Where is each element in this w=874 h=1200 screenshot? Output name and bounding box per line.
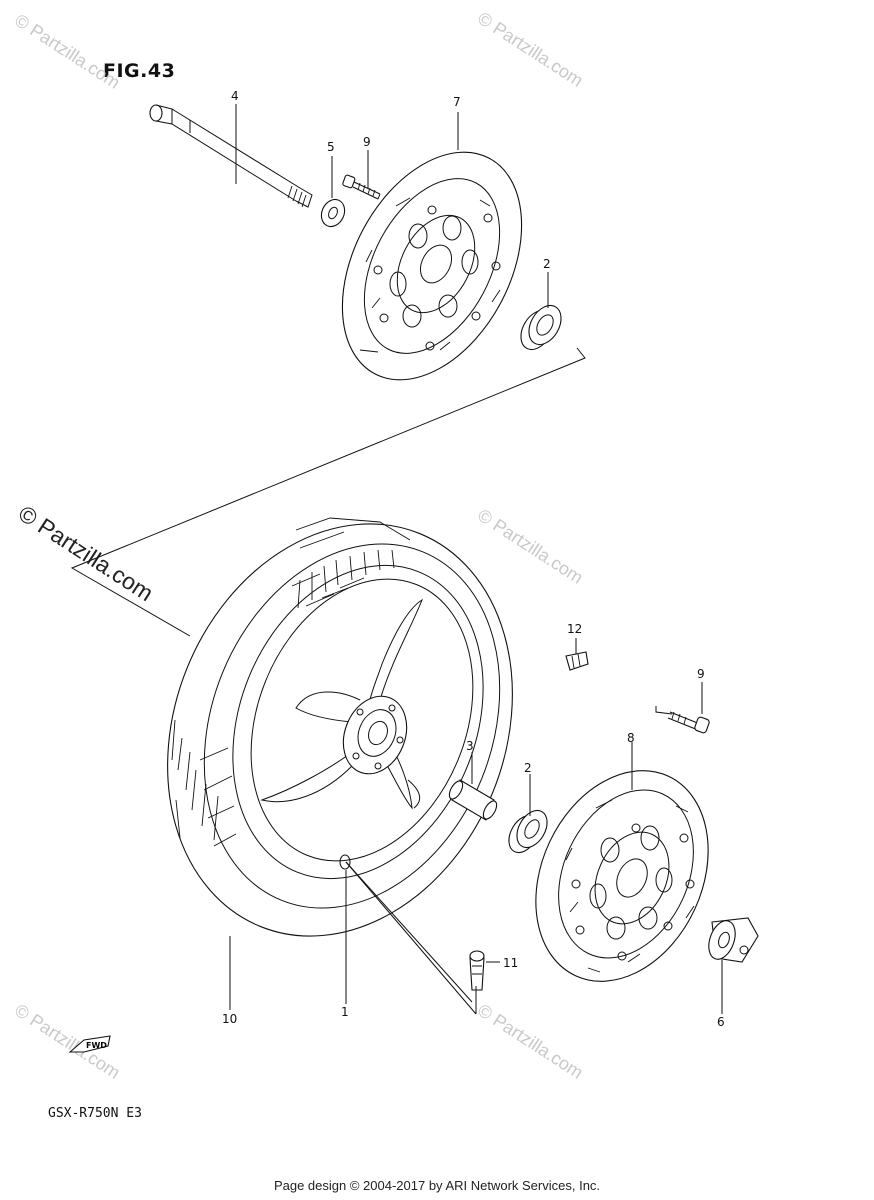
callout-8[interactable]: 8 — [627, 731, 635, 745]
callout-1[interactable]: 1 — [341, 1005, 349, 1019]
callout-7[interactable]: 7 — [453, 95, 461, 109]
callout-10[interactable]: 10 — [222, 1012, 237, 1026]
callouts: 4 7 5 9 2 12 9 8 3 2 11 10 1 6 — [222, 89, 725, 1029]
speedometer-gearbox-part[interactable] — [704, 917, 759, 963]
bolt-lower-part[interactable] — [667, 711, 710, 734]
washer-part[interactable] — [317, 196, 349, 231]
callout-4[interactable]: 4 — [231, 89, 239, 103]
spacer-part[interactable] — [447, 779, 500, 821]
model-code: GSX-R750N E3 — [48, 1106, 142, 1121]
fwd-arrow-icon: FWD — [68, 1035, 111, 1053]
callout-2[interactable]: 2 — [543, 257, 551, 271]
bearing-lower-part[interactable] — [503, 805, 554, 858]
callout-12[interactable]: 12 — [567, 622, 582, 636]
wheel-rim-part[interactable] — [188, 528, 528, 917]
callout-11[interactable]: 11 — [503, 956, 518, 970]
tire-part[interactable] — [108, 472, 573, 989]
fwd-label: FWD — [86, 1041, 107, 1050]
brake-disc-upper-part[interactable] — [306, 122, 558, 411]
figure-label: FIG.43 — [103, 60, 176, 82]
callout-6[interactable]: 6 — [717, 1015, 725, 1029]
brake-disc-lower-part[interactable] — [503, 742, 741, 1009]
callout-2-lower[interactable]: 2 — [524, 761, 532, 775]
axle-part[interactable] — [149, 104, 313, 208]
bearing-upper-part[interactable] — [514, 300, 567, 355]
reference-line — [70, 347, 586, 637]
valve-cap-part[interactable] — [565, 651, 589, 671]
page-footer: Page design © 2004-2017 by ARI Network S… — [273, 1178, 601, 1193]
valve-part[interactable] — [469, 950, 485, 991]
callout-9-lower[interactable]: 9 — [697, 667, 705, 681]
callout-5[interactable]: 5 — [327, 140, 335, 154]
leader-lines — [229, 104, 723, 1015]
callout-9[interactable]: 9 — [363, 135, 371, 149]
bolt-upper-part[interactable] — [342, 174, 381, 200]
callout-3[interactable]: 3 — [466, 739, 474, 753]
